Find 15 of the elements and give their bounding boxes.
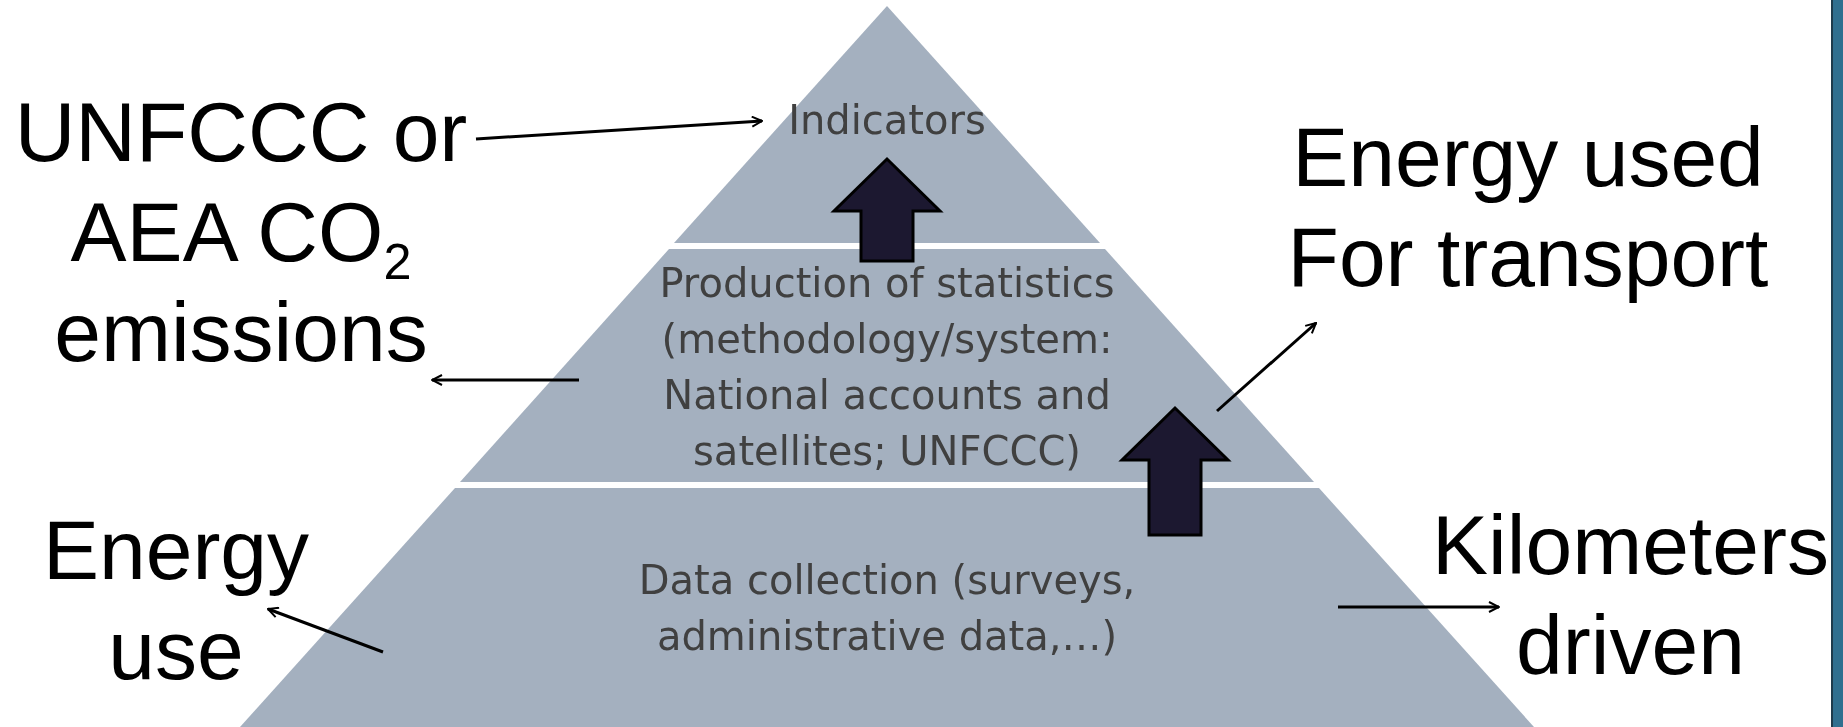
arrow xyxy=(475,115,763,141)
arrow xyxy=(267,606,384,654)
pyramid-tier xyxy=(674,6,1100,243)
callout-text: Energy used For transport xyxy=(1268,107,1788,307)
block-arrow xyxy=(830,156,944,263)
tier-label: Production of statistics (methodology/system: National accounts and satellites; UNFCCC) xyxy=(658,259,1116,476)
arrow xyxy=(1216,321,1317,413)
block-arrow xyxy=(1118,405,1232,537)
callout-text: UNFCCC or AEA CO$_{2}$ emissions xyxy=(6,82,476,382)
arrow xyxy=(431,374,579,386)
tier-label: Indicators xyxy=(787,96,987,145)
arrow xyxy=(1338,601,1500,613)
callout-text: Energy use xyxy=(0,500,352,700)
tier-label: Data collection (surveys, administrative data,…) xyxy=(637,556,1137,661)
callout-text: Kilometers driven xyxy=(1428,495,1833,695)
